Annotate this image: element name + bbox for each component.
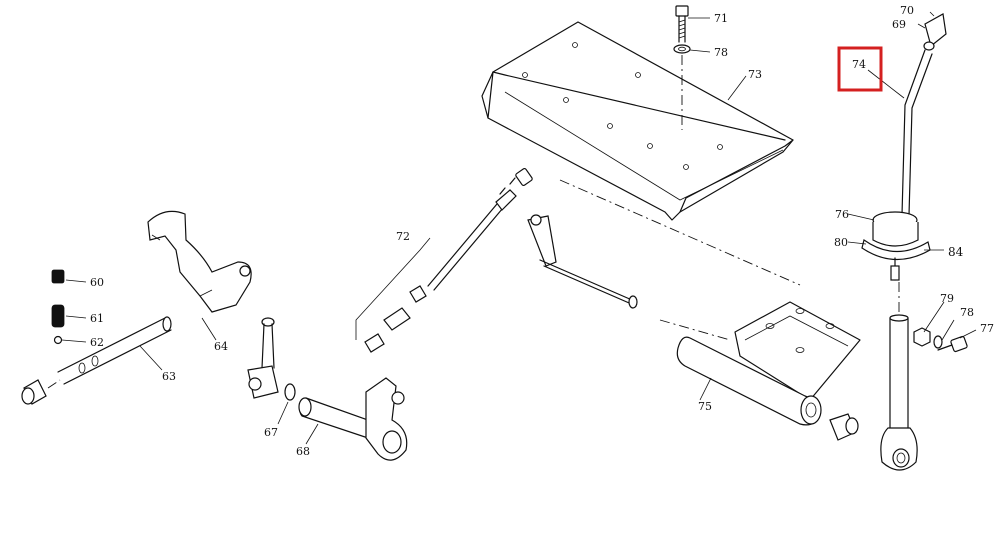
callout-75: 75 (698, 400, 712, 413)
callout-69: 69 (892, 18, 906, 31)
part-72-linkage-rod (364, 168, 533, 353)
callout-63: 63 (162, 370, 176, 383)
part-75-bracket (676, 301, 861, 426)
part-bellcrank-shaft (527, 214, 638, 309)
part-62-ball (53, 335, 63, 345)
part-64-shift-fork (147, 210, 252, 313)
callout-71: 71 (714, 12, 728, 25)
part-74-shift-lever (901, 13, 947, 216)
callout-78-top: 78 (714, 46, 728, 59)
part-77-bolt (937, 335, 968, 353)
callout-74: 74 (852, 58, 866, 71)
leader-lines (61, 11, 977, 445)
callout-67: 67 (264, 426, 278, 439)
callout-70: 70 (900, 4, 914, 17)
highlight-box-74 (837, 46, 883, 92)
part-63-shift-rail (57, 316, 172, 385)
callout-80: 80 (834, 236, 848, 249)
callout-72: 72 (396, 230, 410, 243)
callout-79: 79 (940, 292, 954, 305)
part-67-lever (247, 317, 279, 399)
part-61-spring (51, 304, 65, 328)
callout-76: 76 (835, 208, 849, 221)
callout-68: 68 (296, 445, 310, 458)
part-68-shaft-arm (298, 377, 408, 461)
part-71-bolt (675, 5, 689, 43)
callout-84: 84 (948, 245, 964, 259)
part-76-80-84-boot (861, 211, 931, 281)
part-73-cover-plate (481, 21, 794, 221)
part-lower-shaft (880, 314, 918, 471)
callout-73: 73 (748, 68, 762, 81)
callout-78-side: 78 (960, 306, 974, 319)
callout-64: 64 (214, 340, 228, 353)
part-78-washer-top (673, 44, 691, 54)
callout-61: 61 (90, 312, 104, 325)
part-plug (21, 379, 47, 405)
callout-77: 77 (980, 322, 994, 335)
part-spacer (829, 413, 859, 441)
callout-60: 60 (90, 276, 104, 289)
part-60-set-screw (51, 269, 65, 284)
part-79-nut (913, 327, 931, 347)
part-78-washer-side (933, 335, 943, 349)
callout-62: 62 (90, 336, 104, 349)
part-67-o-ring (284, 383, 296, 401)
